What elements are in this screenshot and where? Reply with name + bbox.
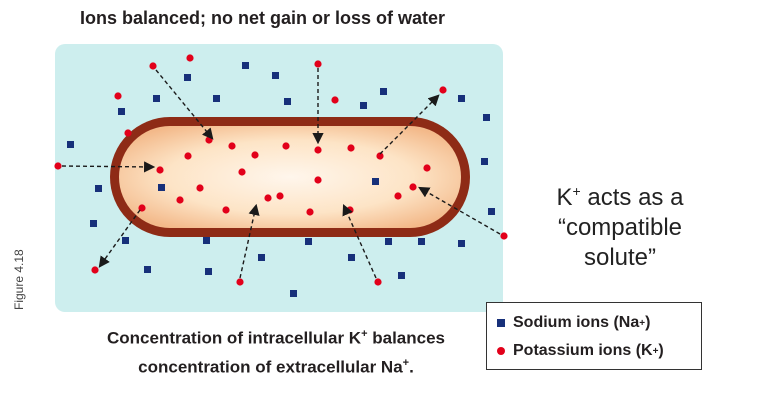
- sodium-ion: [488, 208, 495, 215]
- sodium-ion: [203, 237, 210, 244]
- caption-line1: Concentration of intracellular K+ balanc…: [106, 328, 446, 348]
- sodium-ion: [153, 95, 160, 102]
- legend-item-sodium: Sodium ions (Na+): [497, 311, 650, 335]
- sodium-ion: [90, 220, 97, 227]
- potassium-ion: [276, 192, 284, 200]
- sodium-ion: [122, 237, 129, 244]
- sodium-ion: [290, 290, 297, 297]
- sodium-ion: [205, 268, 212, 275]
- side-note-line1: K+ acts as a: [556, 183, 684, 211]
- potassium-ion: [374, 278, 382, 286]
- blue-square-icon: [497, 319, 505, 327]
- potassium-ion: [228, 142, 236, 150]
- potassium-ion: [376, 152, 384, 160]
- potassium-ion: [306, 208, 314, 216]
- legend: Sodium ions (Na+) Potassium ions (K+): [486, 302, 702, 370]
- side-note-line3: solute”: [583, 244, 657, 271]
- potassium-ion: [222, 206, 230, 214]
- caption-line2: concentration of extracellular Na+.: [138, 356, 414, 377]
- sodium-ion: [184, 74, 191, 81]
- potassium-ion: [331, 96, 339, 104]
- cell-cytoplasm: [119, 126, 461, 228]
- potassium-ion: [91, 266, 99, 274]
- sodium-ion: [305, 238, 312, 245]
- potassium-ion: [314, 60, 322, 68]
- dashed-arrow: [98, 209, 141, 268]
- sodium-ion: [118, 108, 125, 115]
- sodium-ion: [213, 95, 220, 102]
- diagram-title: Ions balanced; no net gain or loss of wa…: [80, 8, 446, 28]
- sodium-ion: [483, 114, 490, 121]
- sodium-ion: [272, 72, 279, 79]
- figure-number: Figure 4.18: [12, 249, 26, 310]
- potassium-ion: [314, 146, 322, 154]
- potassium-ion: [409, 183, 417, 191]
- potassium-ion: [196, 184, 204, 192]
- dashed-arrow: [61, 161, 156, 173]
- sodium-ion: [258, 254, 265, 261]
- potassium-ion: [176, 196, 184, 204]
- potassium-ion: [236, 278, 244, 286]
- potassium-ion: [186, 54, 194, 62]
- potassium-ion: [114, 92, 122, 100]
- dashed-arrow: [342, 203, 377, 279]
- potassium-ion: [264, 194, 272, 202]
- sodium-ion: [242, 62, 249, 69]
- sodium-ion: [398, 272, 405, 279]
- sodium-ion: [458, 240, 465, 247]
- potassium-ion: [439, 86, 447, 94]
- potassium-ion: [54, 162, 62, 170]
- sodium-ions: [67, 62, 495, 297]
- sodium-ion: [385, 238, 392, 245]
- potassium-ion: [149, 62, 157, 70]
- potassium-ion: [156, 166, 164, 174]
- potassium-ion: [314, 176, 322, 184]
- potassium-ion: [124, 129, 132, 137]
- sodium-ion: [458, 95, 465, 102]
- side-note-line2: “compatible: [557, 214, 683, 241]
- sodium-ion: [380, 88, 387, 95]
- sodium-ion: [481, 158, 488, 165]
- sodium-ion: [360, 102, 367, 109]
- legend-item-potassium: Potassium ions (K+): [497, 339, 664, 363]
- potassium-ion: [238, 168, 246, 176]
- dashed-arrow: [155, 69, 214, 140]
- compatible-solute-note: K+ acts as a “compatible solute”: [520, 176, 720, 273]
- sodium-ion: [95, 185, 102, 192]
- sodium-ion: [418, 238, 425, 245]
- potassium-ion: [251, 151, 259, 159]
- sodium-ion: [158, 184, 165, 191]
- potassium-ion: [500, 232, 508, 240]
- diagram-caption: Concentration of intracellular K+ balanc…: [66, 322, 486, 379]
- sodium-ion: [348, 254, 355, 261]
- sodium-ion: [372, 178, 379, 185]
- sodium-ion: [144, 266, 151, 273]
- dashed-arrow: [239, 203, 260, 279]
- sodium-ion: [284, 98, 291, 105]
- potassium-ion: [347, 144, 355, 152]
- red-dot-icon: [497, 347, 505, 355]
- potassium-ion: [423, 164, 431, 172]
- potassium-ion: [184, 152, 192, 160]
- sodium-ion: [67, 141, 74, 148]
- ion-movement-arrows: [61, 68, 501, 279]
- potassium-ion: [394, 192, 402, 200]
- potassium-ion: [138, 204, 146, 212]
- potassium-ion: [282, 142, 290, 150]
- dashed-arrow: [418, 186, 501, 235]
